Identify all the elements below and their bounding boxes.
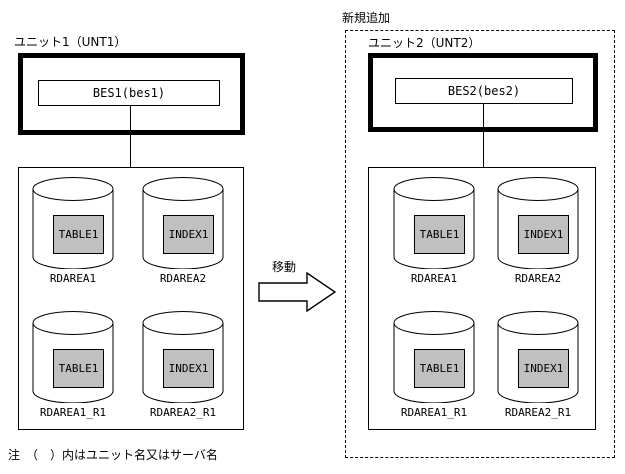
chip-label: INDEX1 [163, 349, 214, 388]
cylinder-rdarea1-r1: TABLE1 RDAREA1_R1 [32, 311, 114, 419]
cylinder-rdarea2: INDEX1 RDAREA2 [142, 177, 224, 285]
chip-label: INDEX1 [518, 215, 569, 254]
chip-label: INDEX1 [518, 349, 569, 388]
chip-label: TABLE1 [414, 215, 465, 254]
cylinder-rdarea2-r1-new: INDEX1 RDAREA2_R1 [497, 311, 579, 419]
chip-label: INDEX1 [163, 215, 214, 254]
cylinder-rdarea1-r1-new: TABLE1 RDAREA1_R1 [393, 311, 475, 419]
chip-label: TABLE1 [53, 349, 104, 388]
right-server-box: BES2(bes2) [395, 78, 573, 104]
right-connector-line [483, 104, 484, 167]
cylinder-rdarea2-r1: INDEX1 RDAREA2_R1 [142, 311, 224, 419]
cylinder-rdarea1: TABLE1 RDAREA1 [32, 177, 114, 285]
footnote: 注 （ ）内はユニット名又はサーバ名 [8, 448, 218, 462]
left-connector-line [130, 106, 131, 167]
cylinder-rdarea2-new: INDEX1 RDAREA2 [497, 177, 579, 285]
chip-label: TABLE1 [53, 215, 104, 254]
rdarea-caption: RDAREA2_R1 [504, 406, 572, 419]
rdarea-caption: RDAREA2 [514, 272, 562, 285]
move-arrow [258, 271, 337, 313]
left-unit-title: ユニット1（UNT1） [14, 35, 127, 49]
rdarea-caption: RDAREA1 [410, 272, 458, 285]
arrow-label: 移動 [272, 260, 297, 274]
new-addition-label: 新規追加 [342, 11, 391, 25]
rdarea-caption: RDAREA1 [49, 272, 97, 285]
rdarea-caption: RDAREA1_R1 [400, 406, 468, 419]
chip-label: TABLE1 [414, 349, 465, 388]
cylinder-rdarea1-new: TABLE1 RDAREA1 [393, 177, 475, 285]
right-unit-title: ユニット2（UNT2） [368, 36, 481, 50]
left-server-box: BES1(bes1) [38, 80, 220, 106]
new-region-dashed-box [345, 30, 615, 458]
rdarea-caption: RDAREA1_R1 [39, 406, 107, 419]
rdarea-caption: RDAREA2 [159, 272, 207, 285]
rdarea-caption: RDAREA2_R1 [149, 406, 217, 419]
arrow-right-icon [258, 271, 337, 313]
